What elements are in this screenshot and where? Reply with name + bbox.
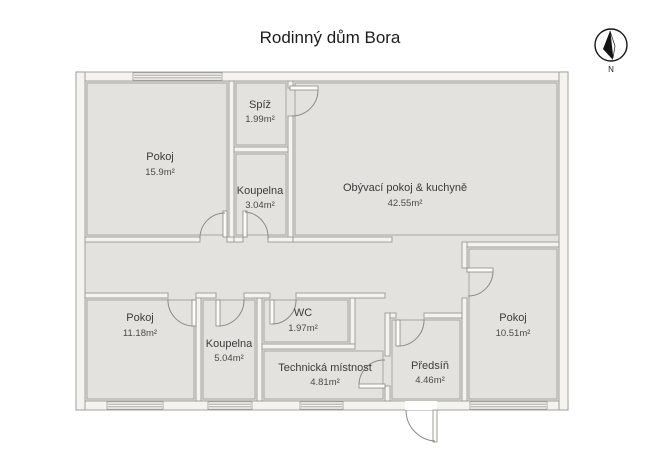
door-wc — [269, 298, 297, 325]
room-spiz — [235, 82, 287, 146]
room-koupelna-bottom — [202, 299, 256, 400]
north-label: N — [608, 65, 614, 74]
room-area-label: 4.46m² — [415, 375, 445, 386]
wall-segment — [195, 297, 202, 402]
room-wc — [263, 299, 349, 343]
interior-walls — [84, 80, 560, 402]
window-south-3 — [299, 401, 344, 410]
wall-segment — [461, 241, 468, 269]
compass-needle-light — [609, 30, 616, 59]
wall-segment — [461, 297, 468, 402]
room-pokoj-right — [468, 248, 558, 400]
door-pokoj-bottom-left — [167, 298, 197, 327]
wall-segment — [84, 236, 201, 243]
door-spiz — [289, 85, 319, 117]
door-koupelna-top — [242, 210, 269, 240]
room-area-label: 4.81m² — [310, 377, 340, 388]
room-area-label: 42.55m² — [388, 198, 423, 209]
wall-segment — [228, 80, 235, 243]
room-area-label: 1.97m² — [288, 323, 318, 334]
wall-segment — [349, 297, 356, 345]
wall-segment — [466, 241, 560, 248]
room-living-kitchen — [294, 82, 558, 236]
wall-segment — [226, 236, 235, 243]
room-technicka — [263, 350, 384, 400]
room-label: Pokoj — [499, 312, 527, 324]
wall-segment — [195, 292, 217, 299]
room-label: Obývací pokoj & kuchyně — [343, 182, 467, 194]
wall-segment — [292, 236, 393, 243]
door-koupelna-bottom — [215, 298, 245, 327]
room-area-label: 3.04m² — [245, 200, 275, 211]
doors — [167, 85, 494, 443]
room-koupelna-top — [235, 153, 287, 236]
room-label: Pokoj — [146, 151, 174, 163]
wall-segment — [233, 236, 244, 243]
window-south-4 — [469, 401, 548, 410]
wall-segment — [384, 385, 391, 402]
room-label: Technická místnost — [278, 362, 372, 374]
room-label: Předsíň — [411, 360, 449, 372]
room-area-label: 1.99m² — [245, 114, 275, 125]
wall-segment — [261, 343, 356, 350]
room-pokoj-bottom-left — [86, 299, 195, 400]
wall-segment — [423, 312, 463, 319]
wall-segment — [267, 236, 294, 243]
door-pokoj-right — [466, 267, 494, 297]
room-predsin — [391, 319, 461, 400]
wall-segment — [243, 292, 271, 299]
door-technicka — [358, 359, 386, 389]
room-area-label: 10.51m² — [496, 328, 531, 339]
room-label: Koupelna — [237, 185, 284, 197]
door-entrance — [405, 401, 438, 443]
door-pokoj-top-left — [199, 210, 228, 240]
windows — [106, 72, 548, 410]
room-label: Pokoj — [126, 312, 154, 324]
door-predsin — [395, 318, 425, 347]
wall-segment — [233, 146, 289, 153]
room-area-label: 5.04m² — [214, 353, 244, 364]
wall-segment — [75, 71, 86, 411]
wall-segment — [287, 115, 294, 243]
room-labels: Pokoj 15.9m² Spíž 1.99m² Koupelna 3.04m²… — [123, 99, 531, 388]
window-north — [132, 72, 223, 81]
wall-segment — [558, 71, 569, 411]
window-south-1 — [106, 401, 164, 410]
room-label: WC — [294, 307, 312, 319]
wall-segment — [295, 292, 386, 299]
wall-segment — [256, 297, 263, 402]
room-label: Spíž — [249, 99, 271, 111]
compass: N — [594, 28, 628, 74]
page-title: Rodinný dům Bora — [260, 28, 401, 47]
room-pokoj-top-left — [86, 82, 228, 236]
room-outlines — [86, 82, 558, 400]
room-area-label: 11.18m² — [123, 328, 157, 339]
room-area-label: 15.9m² — [145, 167, 175, 178]
wall-segment — [84, 292, 169, 299]
wall-segment — [384, 312, 391, 357]
wall-segment — [389, 312, 397, 319]
room-label: Koupelna — [206, 338, 253, 350]
window-south-2 — [207, 401, 253, 410]
